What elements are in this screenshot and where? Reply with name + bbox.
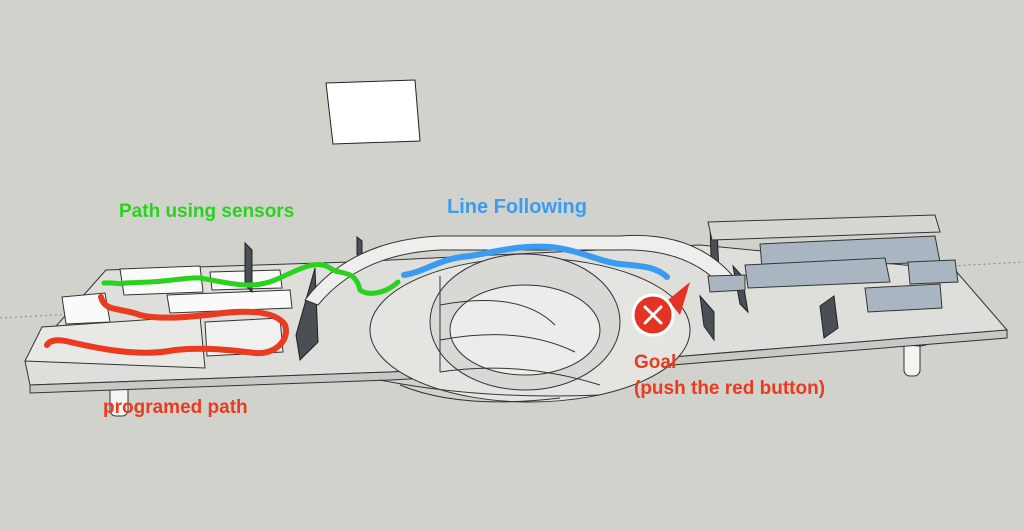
right-back-wall xyxy=(707,214,941,241)
right-panel-2 xyxy=(744,257,891,289)
line-following-label: Line Following xyxy=(447,196,587,218)
goal-label: Goal (push the red button) xyxy=(634,350,825,402)
goal-subtitle: (push the red button) xyxy=(634,378,826,399)
left-block-5 xyxy=(204,317,284,357)
floating-panel xyxy=(325,79,421,145)
goal-button-icon xyxy=(631,282,690,337)
sensor-path-label: Path using sensors xyxy=(119,201,295,222)
sensor-path xyxy=(101,262,401,296)
programmed-path xyxy=(44,294,289,357)
right-panel-4 xyxy=(864,283,943,313)
center-loop xyxy=(369,253,691,403)
left-block-3 xyxy=(166,289,293,314)
right-panel-3 xyxy=(907,259,959,285)
left-block-1 xyxy=(61,292,111,325)
right-panel-5 xyxy=(707,274,746,293)
line-following-path xyxy=(401,243,670,280)
programmed-path-label: programed path xyxy=(103,397,248,418)
goal-title: Goal xyxy=(634,352,677,373)
